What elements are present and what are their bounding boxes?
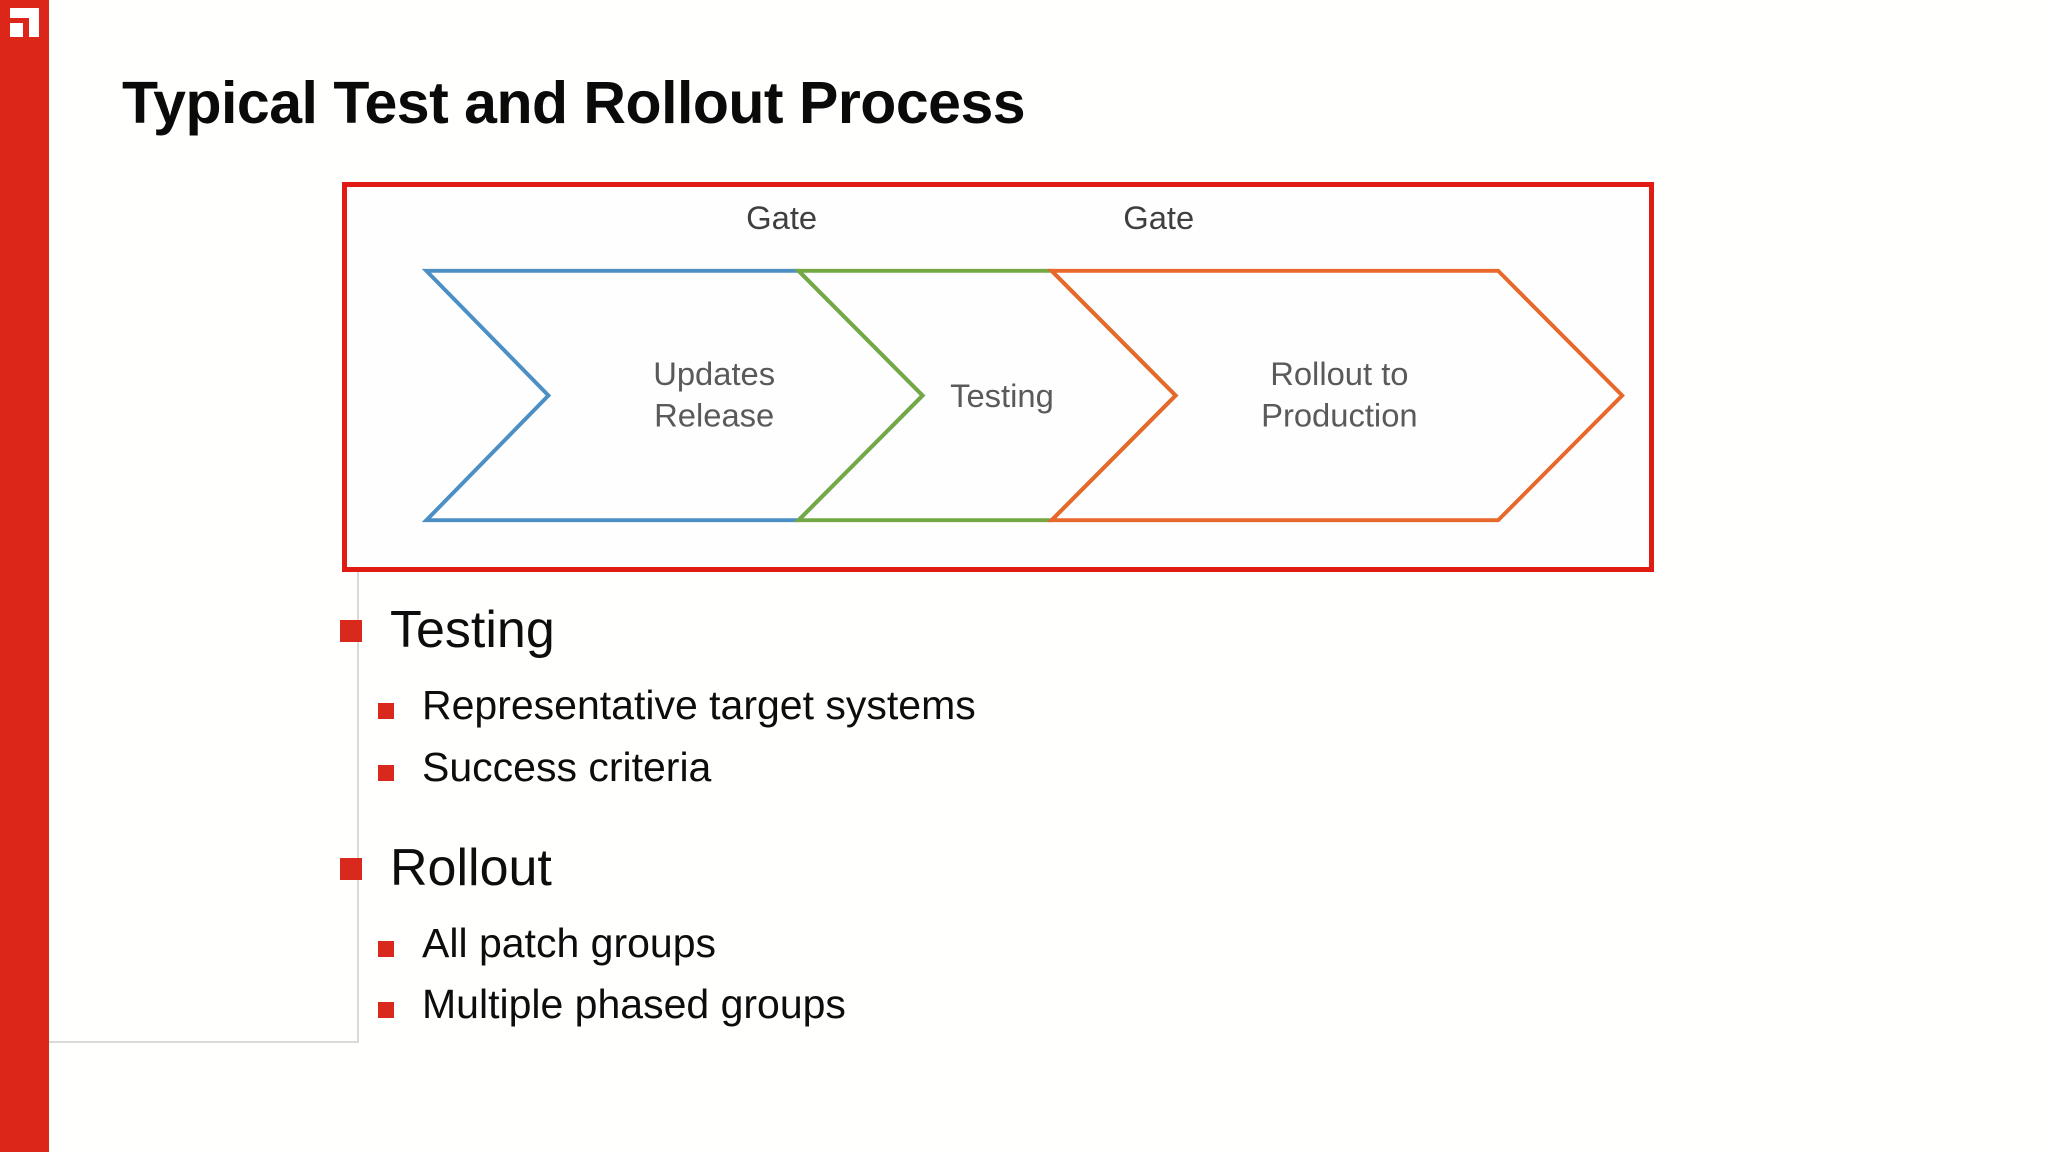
content-placeholder-frame <box>49 183 359 1043</box>
square-bullet-icon <box>340 857 362 880</box>
stage-chevron-updates-release <box>421 268 926 523</box>
square-bullet-icon <box>378 1002 394 1019</box>
bullet-item-label: All patch groups <box>422 920 717 967</box>
list-item: Success criteria <box>378 743 1840 792</box>
stage-label-1-line2: Release <box>654 398 774 434</box>
stage-label-3-line1: Rollout to <box>1270 356 1408 392</box>
bullet-item-label: Success criteria <box>422 743 712 790</box>
stage-label-3-line2: Production <box>1261 398 1417 434</box>
bullet-heading-label: Rollout <box>390 838 552 897</box>
bullet-group-heading-rollout: Rollout <box>340 838 1840 899</box>
stage-label-1-line1: Updates <box>653 356 775 392</box>
corner-arrow-logo-icon <box>10 8 39 37</box>
bullet-item-label: Representative target systems <box>422 682 976 729</box>
stage-chevron-rollout-to-production <box>1046 268 1625 523</box>
bullet-group-heading-testing: Testing <box>340 600 1840 661</box>
square-bullet-icon <box>378 941 394 958</box>
list-item: Representative target systems <box>378 681 1840 730</box>
gate-label-1: Gate <box>746 200 817 236</box>
list-item: Multiple phased groups <box>378 980 1840 1029</box>
bullet-item-label: Multiple phased groups <box>422 981 846 1028</box>
page-title: Typical Test and Rollout Process <box>122 70 1026 136</box>
stage-label-2-line1: Testing <box>950 378 1054 414</box>
left-accent-bar <box>0 0 49 1152</box>
square-bullet-icon <box>378 764 394 781</box>
square-bullet-icon <box>378 703 394 720</box>
process-diagram-svg: Gate Gate Updates Release Testing Rollou… <box>421 200 1625 523</box>
process-diagram: Gate Gate Updates Release Testing Rollou… <box>342 182 1654 572</box>
bullet-heading-label: Testing <box>390 601 555 659</box>
list-item: All patch groups <box>378 919 1840 968</box>
square-bullet-icon <box>340 620 362 642</box>
gate-label-2: Gate <box>1123 200 1194 236</box>
bullet-list: Testing Representative target systems Su… <box>340 600 1840 1029</box>
